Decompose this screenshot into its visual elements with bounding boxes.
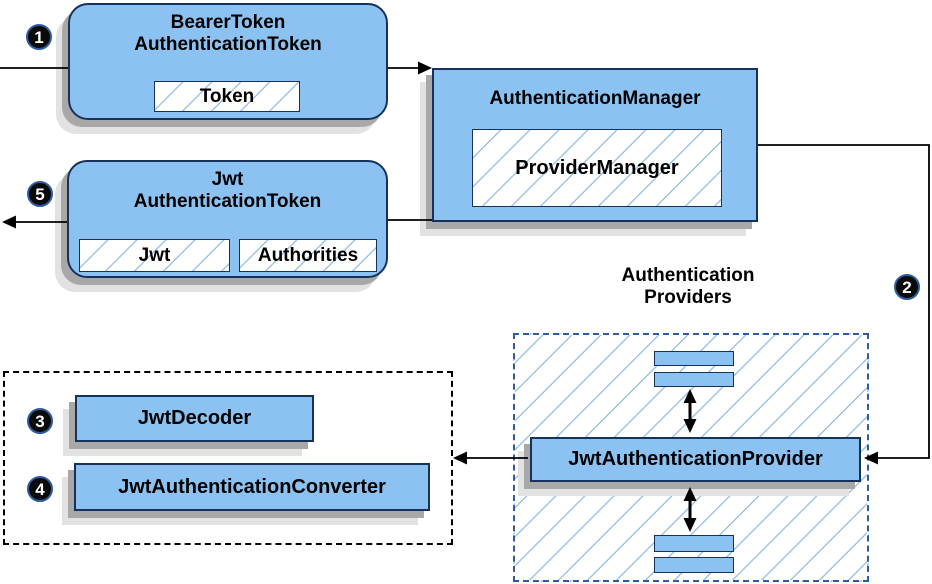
authentication-providers-container: JwtAuthenticationProvider bbox=[513, 333, 869, 582]
authorities-label: Authorities bbox=[257, 244, 359, 266]
jwt-token-box-title-line2: AuthenticationToken bbox=[133, 191, 322, 212]
authentication-providers-label: Authentication Providers bbox=[598, 265, 778, 309]
token-label: Token bbox=[199, 85, 255, 107]
step-1-badge: 1 bbox=[26, 24, 52, 50]
jwt-token-box-title-line1: Jwt bbox=[211, 169, 244, 190]
arrow-jwt-token-out bbox=[2, 215, 67, 229]
jwt-authentication-converter-label: JwtAuthenticationConverter bbox=[118, 475, 386, 498]
authentication-manager-title: AuthenticationManager bbox=[489, 88, 701, 109]
authentication-providers-label-line2: Providers bbox=[644, 287, 732, 308]
bearer-token-box-title-line2: AuthenticationToken bbox=[134, 34, 322, 55]
token-inner-box: Token bbox=[154, 81, 300, 112]
bearer-token-box-title: BearerToken AuthenticationToken bbox=[70, 5, 386, 56]
provider-placeholder-bar-bottom-1 bbox=[654, 535, 734, 552]
jwt-decoder-box: JwtDecoder bbox=[75, 395, 314, 442]
step-5-number: 5 bbox=[35, 184, 45, 204]
provider-manager-label: ProviderManager bbox=[515, 156, 679, 179]
jwt-authentication-token-box: Jwt AuthenticationToken Jwt Authorities bbox=[67, 160, 388, 278]
bearer-token-authentication-token-box: BearerToken AuthenticationToken Token bbox=[68, 3, 388, 120]
provider-manager-inner-box: ProviderManager bbox=[472, 129, 722, 207]
jwt-authentication-converter-box: JwtAuthenticationConverter bbox=[74, 463, 430, 511]
step-4-badge: 4 bbox=[27, 476, 53, 502]
arrow-bearer-to-manager bbox=[388, 61, 432, 75]
step-2-number: 2 bbox=[902, 277, 912, 297]
authorities-inner-box: Authorities bbox=[239, 239, 377, 272]
step-3-number: 3 bbox=[35, 411, 45, 431]
authentication-providers-label-line1: Authentication bbox=[621, 265, 755, 286]
jwt-inner-box: Jwt bbox=[79, 239, 230, 272]
authentication-manager-box: AuthenticationManager ProviderManager bbox=[432, 68, 758, 222]
provider-placeholder-bar-bottom-2 bbox=[654, 557, 734, 573]
provider-placeholder-bar-top-1 bbox=[654, 351, 734, 366]
provider-placeholder-bar-top-2 bbox=[654, 372, 734, 387]
step-3-badge: 3 bbox=[27, 408, 53, 434]
jwt-authentication-provider-box: JwtAuthenticationProvider bbox=[530, 437, 861, 482]
bearer-token-box-title-line1: BearerToken bbox=[170, 12, 286, 33]
jwt-label: Jwt bbox=[138, 244, 171, 266]
step-5-badge: 5 bbox=[27, 181, 53, 207]
jwt-decoder-label: JwtDecoder bbox=[137, 407, 252, 429]
step-2-badge: 2 bbox=[894, 274, 920, 300]
jwt-decoder-converter-container: JwtDecoder JwtAuthenticationConverter bbox=[3, 371, 453, 545]
step-1-number: 1 bbox=[34, 27, 44, 47]
step-4-number: 4 bbox=[35, 479, 45, 499]
jwt-token-box-title: Jwt AuthenticationToken bbox=[69, 162, 386, 213]
jwt-authentication-provider-label: JwtAuthenticationProvider bbox=[568, 448, 823, 470]
